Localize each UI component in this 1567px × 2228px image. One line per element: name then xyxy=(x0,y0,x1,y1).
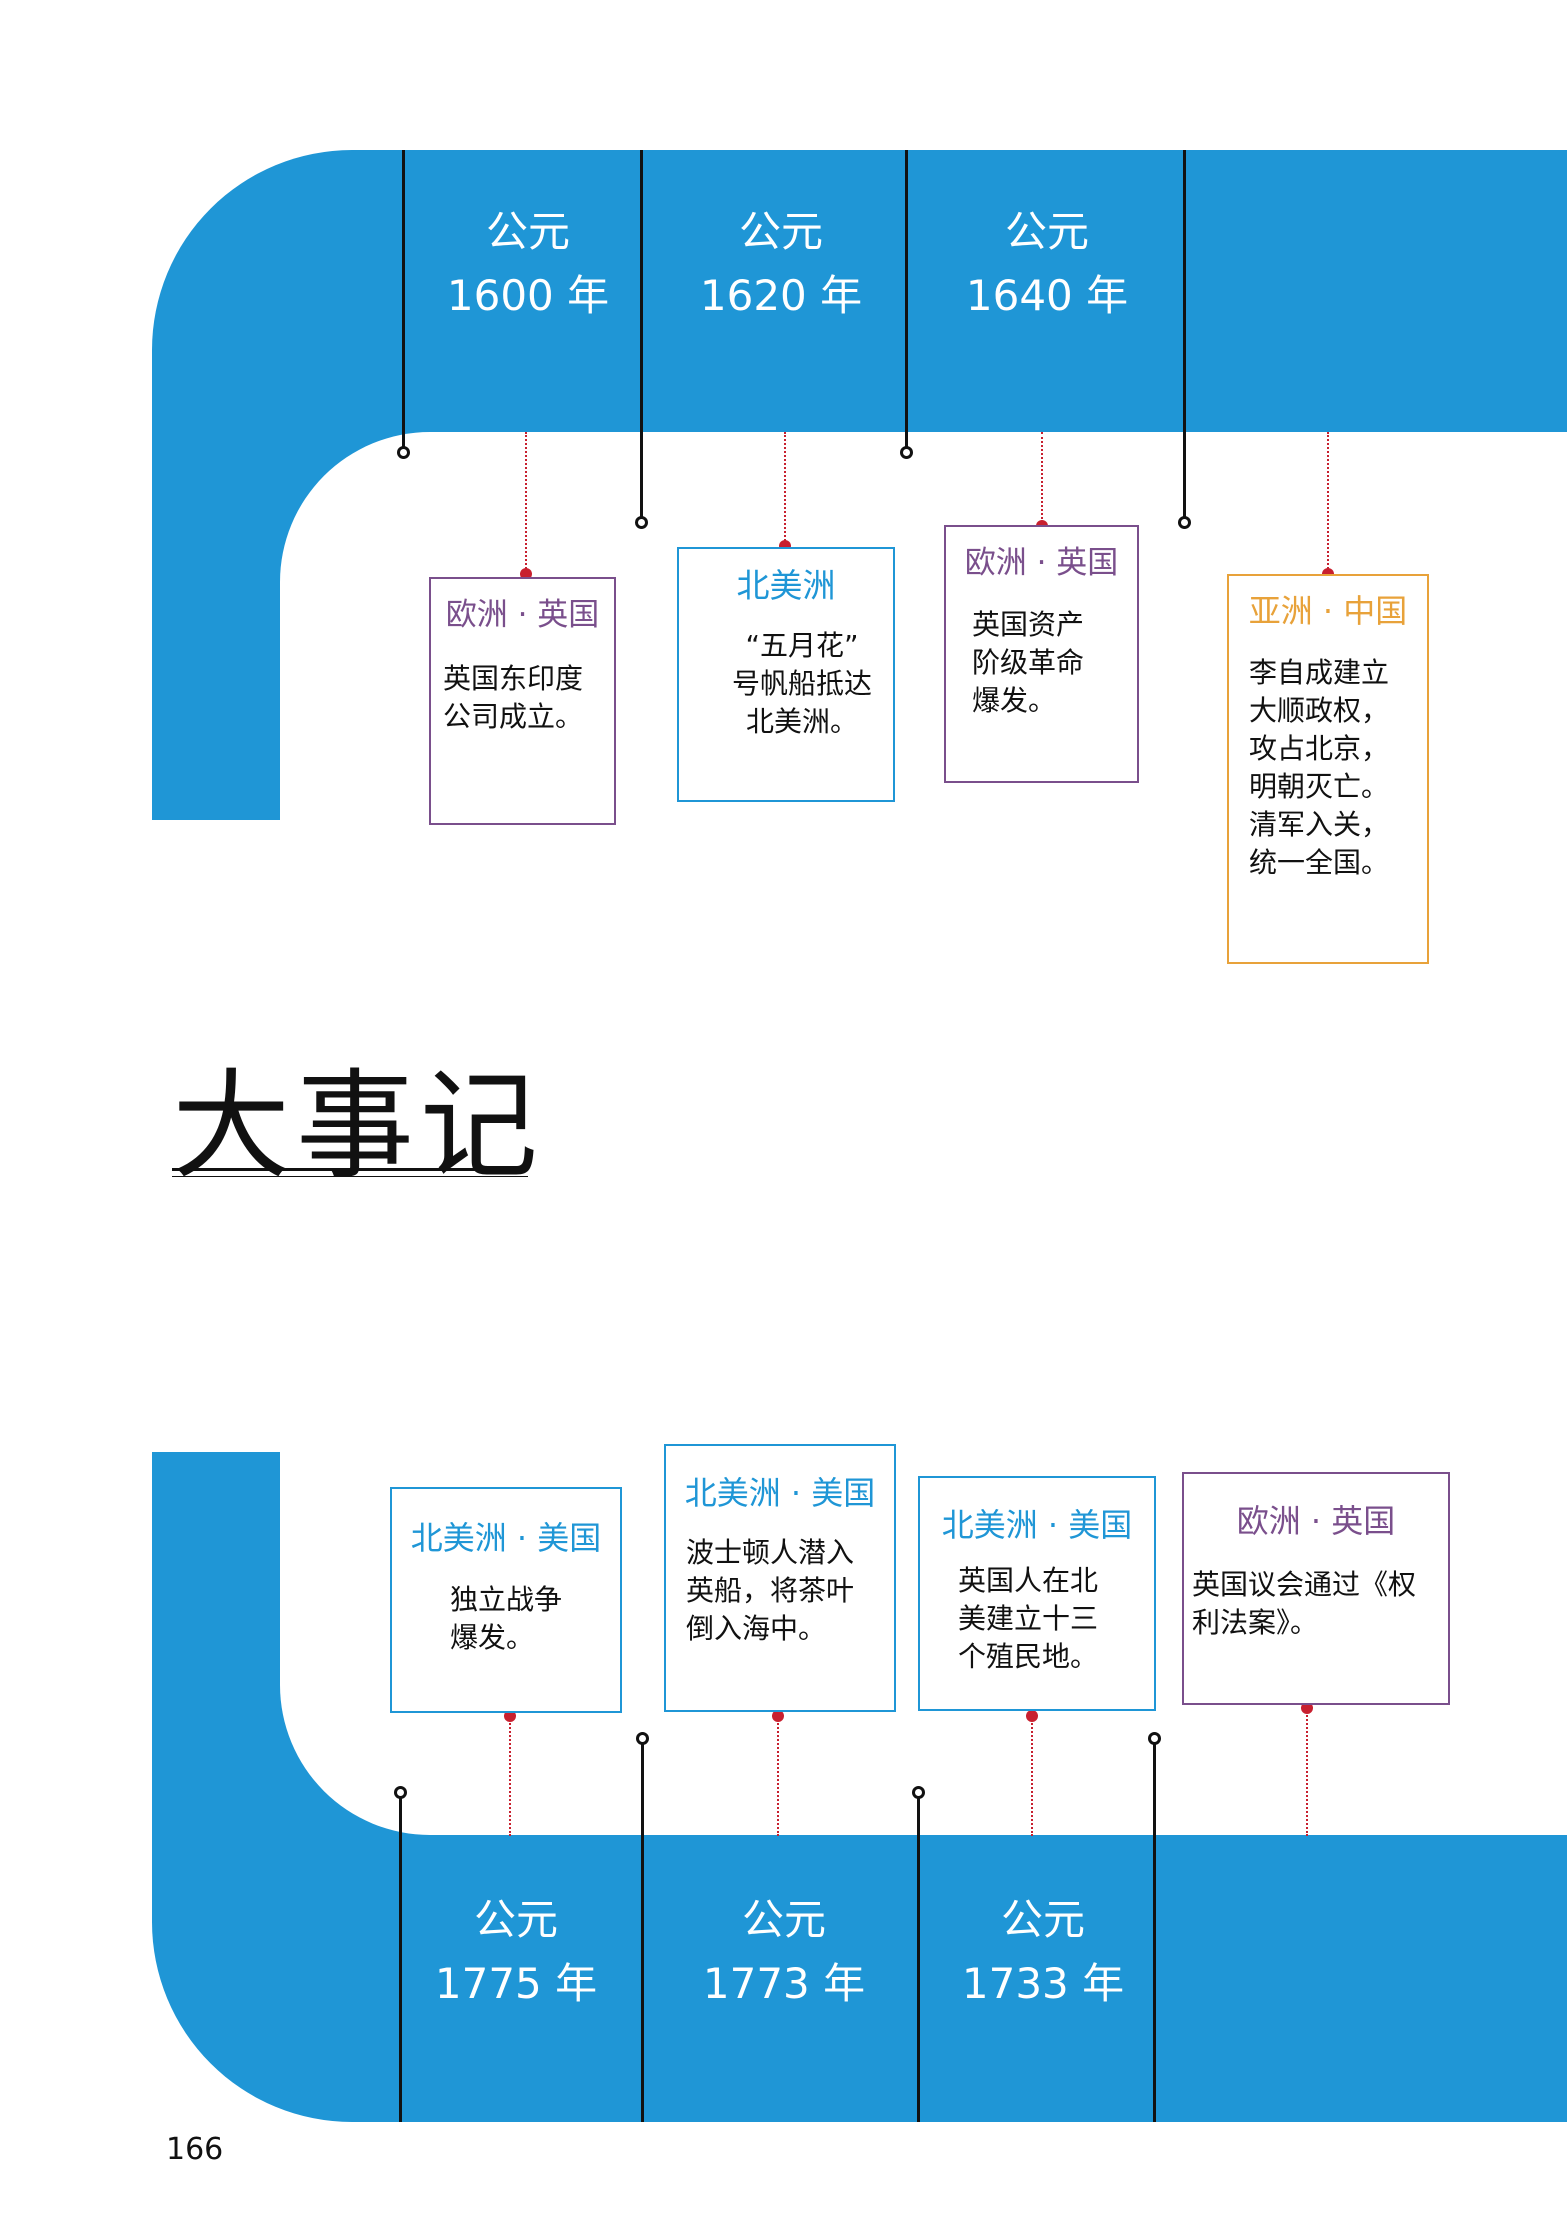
year-prefix: 公元 xyxy=(473,1895,558,1944)
bottom-timeline-line-1733 xyxy=(917,1795,920,2122)
event-description: 英国人在北 美建立十三 个殖民地。 xyxy=(958,1564,1099,1673)
year-prefix: 公元 xyxy=(738,207,823,256)
top-timeline-line-1620 xyxy=(640,150,643,520)
bottom-timeline-node-1775 xyxy=(394,1786,407,1799)
bottom-timeline-node-1689 xyxy=(1148,1732,1161,1745)
year-value: 1733 年 xyxy=(961,1959,1125,2008)
year-prefix: 公元 xyxy=(1000,1895,1085,1944)
event-card-1773: 北美洲 · 美国 波士顿人潜入 英船，将茶叶 倒入海中。 xyxy=(664,1444,896,1712)
top-timeline-node-1640 xyxy=(900,446,913,459)
title-underline-thin xyxy=(172,1176,528,1177)
bottom-marker-3 xyxy=(1026,1710,1038,1722)
event-region: 北美洲 · 美国 xyxy=(684,1474,876,1512)
event-region: 欧洲 · 英国 xyxy=(964,545,1119,581)
event-card-1733: 北美洲 · 美国 英国人在北 美建立十三 个殖民地。 xyxy=(918,1476,1156,1711)
event-description: 英国东印度 公司成立。 xyxy=(443,662,584,733)
event-description: 波士顿人潜入 英船，将茶叶 倒入海中。 xyxy=(686,1536,855,1645)
year-prefix: 公元 xyxy=(1004,207,1089,256)
bottom-year-label-1: 公元 1775 年 xyxy=(406,1888,626,2016)
bottom-year-label-2: 公元 1773 年 xyxy=(674,1888,894,2016)
event-region: 欧洲 · 英国 xyxy=(1236,1502,1396,1540)
top-connector-1 xyxy=(525,432,527,572)
bottom-timeline-node-1733 xyxy=(912,1786,925,1799)
bottom-year-label-3: 公元 1733 年 xyxy=(933,1888,1153,2016)
top-year-label-3: 公元 1640 年 xyxy=(937,200,1157,328)
event-description: 英国资产 阶级革命 爆发。 xyxy=(972,608,1085,717)
event-card-1620: 北美洲 “五月花” 号帆船抵达 北美洲。 xyxy=(677,547,895,802)
event-description: 英国议会通过《权 利法案》。 xyxy=(1192,1568,1417,1639)
event-description: “五月花” 号帆船抵达 北美洲。 xyxy=(731,629,872,738)
page-number: 166 xyxy=(166,2132,224,2167)
year-prefix: 公元 xyxy=(485,207,570,256)
year-value: 1775 年 xyxy=(434,1959,598,2008)
bottom-timeline-line-1775 xyxy=(399,1795,402,2122)
bottom-timeline-line-1773 xyxy=(641,1741,644,2122)
top-connector-4 xyxy=(1327,432,1329,572)
bottom-connector-2 xyxy=(777,1716,779,1836)
event-region: 北美洲 xyxy=(736,566,836,605)
event-card-1644: 亚洲 · 中国 李自成建立 大顺政权， 攻占北京， 明朝灭亡。 清军入关， 统一… xyxy=(1227,574,1429,964)
year-value: 1640 年 xyxy=(965,271,1129,320)
year-value: 1773 年 xyxy=(702,1959,866,2008)
event-region: 欧洲 · 英国 xyxy=(445,597,600,633)
top-connector-2 xyxy=(784,432,786,544)
top-year-label-1: 公元 1600 年 xyxy=(418,200,638,328)
bottom-timeline-line-1689 xyxy=(1153,1741,1156,2122)
top-connector-3 xyxy=(1041,432,1043,527)
bottom-marker-4 xyxy=(1301,1702,1313,1714)
year-value: 1600 年 xyxy=(446,271,610,320)
year-prefix: 公元 xyxy=(741,1895,826,1944)
bottom-connector-4 xyxy=(1306,1708,1308,1836)
event-card-1640: 欧洲 · 英国 英国资产 阶级革命 爆发。 xyxy=(944,525,1139,783)
top-timeline-line-1640 xyxy=(905,150,908,450)
bottom-timeline-node-1773 xyxy=(636,1732,649,1745)
title-underline xyxy=(172,1168,528,1171)
event-description: 李自成建立 大顺政权， 攻占北京， 明朝灭亡。 清军入关， 统一全国。 xyxy=(1249,656,1390,879)
event-region: 亚洲 · 中国 xyxy=(1248,592,1408,630)
event-region: 北美洲 · 美国 xyxy=(410,1519,602,1557)
top-timeline-node-1600 xyxy=(397,446,410,459)
bottom-connector-3 xyxy=(1031,1716,1033,1836)
event-card-1600: 欧洲 · 英国 英国东印度 公司成立。 xyxy=(429,577,616,825)
year-value: 1620 年 xyxy=(699,271,863,320)
page-title: 大事记 xyxy=(172,1057,545,1195)
bottom-connector-1 xyxy=(509,1716,511,1836)
event-card-1689: 欧洲 · 英国 英国议会通过《权 利法案》。 xyxy=(1182,1472,1450,1705)
top-timeline-node-1644 xyxy=(1178,516,1191,529)
bottom-marker-2 xyxy=(772,1710,784,1722)
top-timeline-node-1620 xyxy=(635,516,648,529)
event-description: 独立战争 爆发。 xyxy=(450,1583,563,1654)
event-region: 北美洲 · 美国 xyxy=(941,1506,1133,1544)
top-year-label-2: 公元 1620 年 xyxy=(671,200,891,328)
top-timeline-line-1644 xyxy=(1183,150,1186,520)
event-card-1775: 北美洲 · 美国 独立战争 爆发。 xyxy=(390,1487,622,1713)
top-timeline-line-1600 xyxy=(402,150,405,450)
bottom-marker-1 xyxy=(504,1710,516,1722)
